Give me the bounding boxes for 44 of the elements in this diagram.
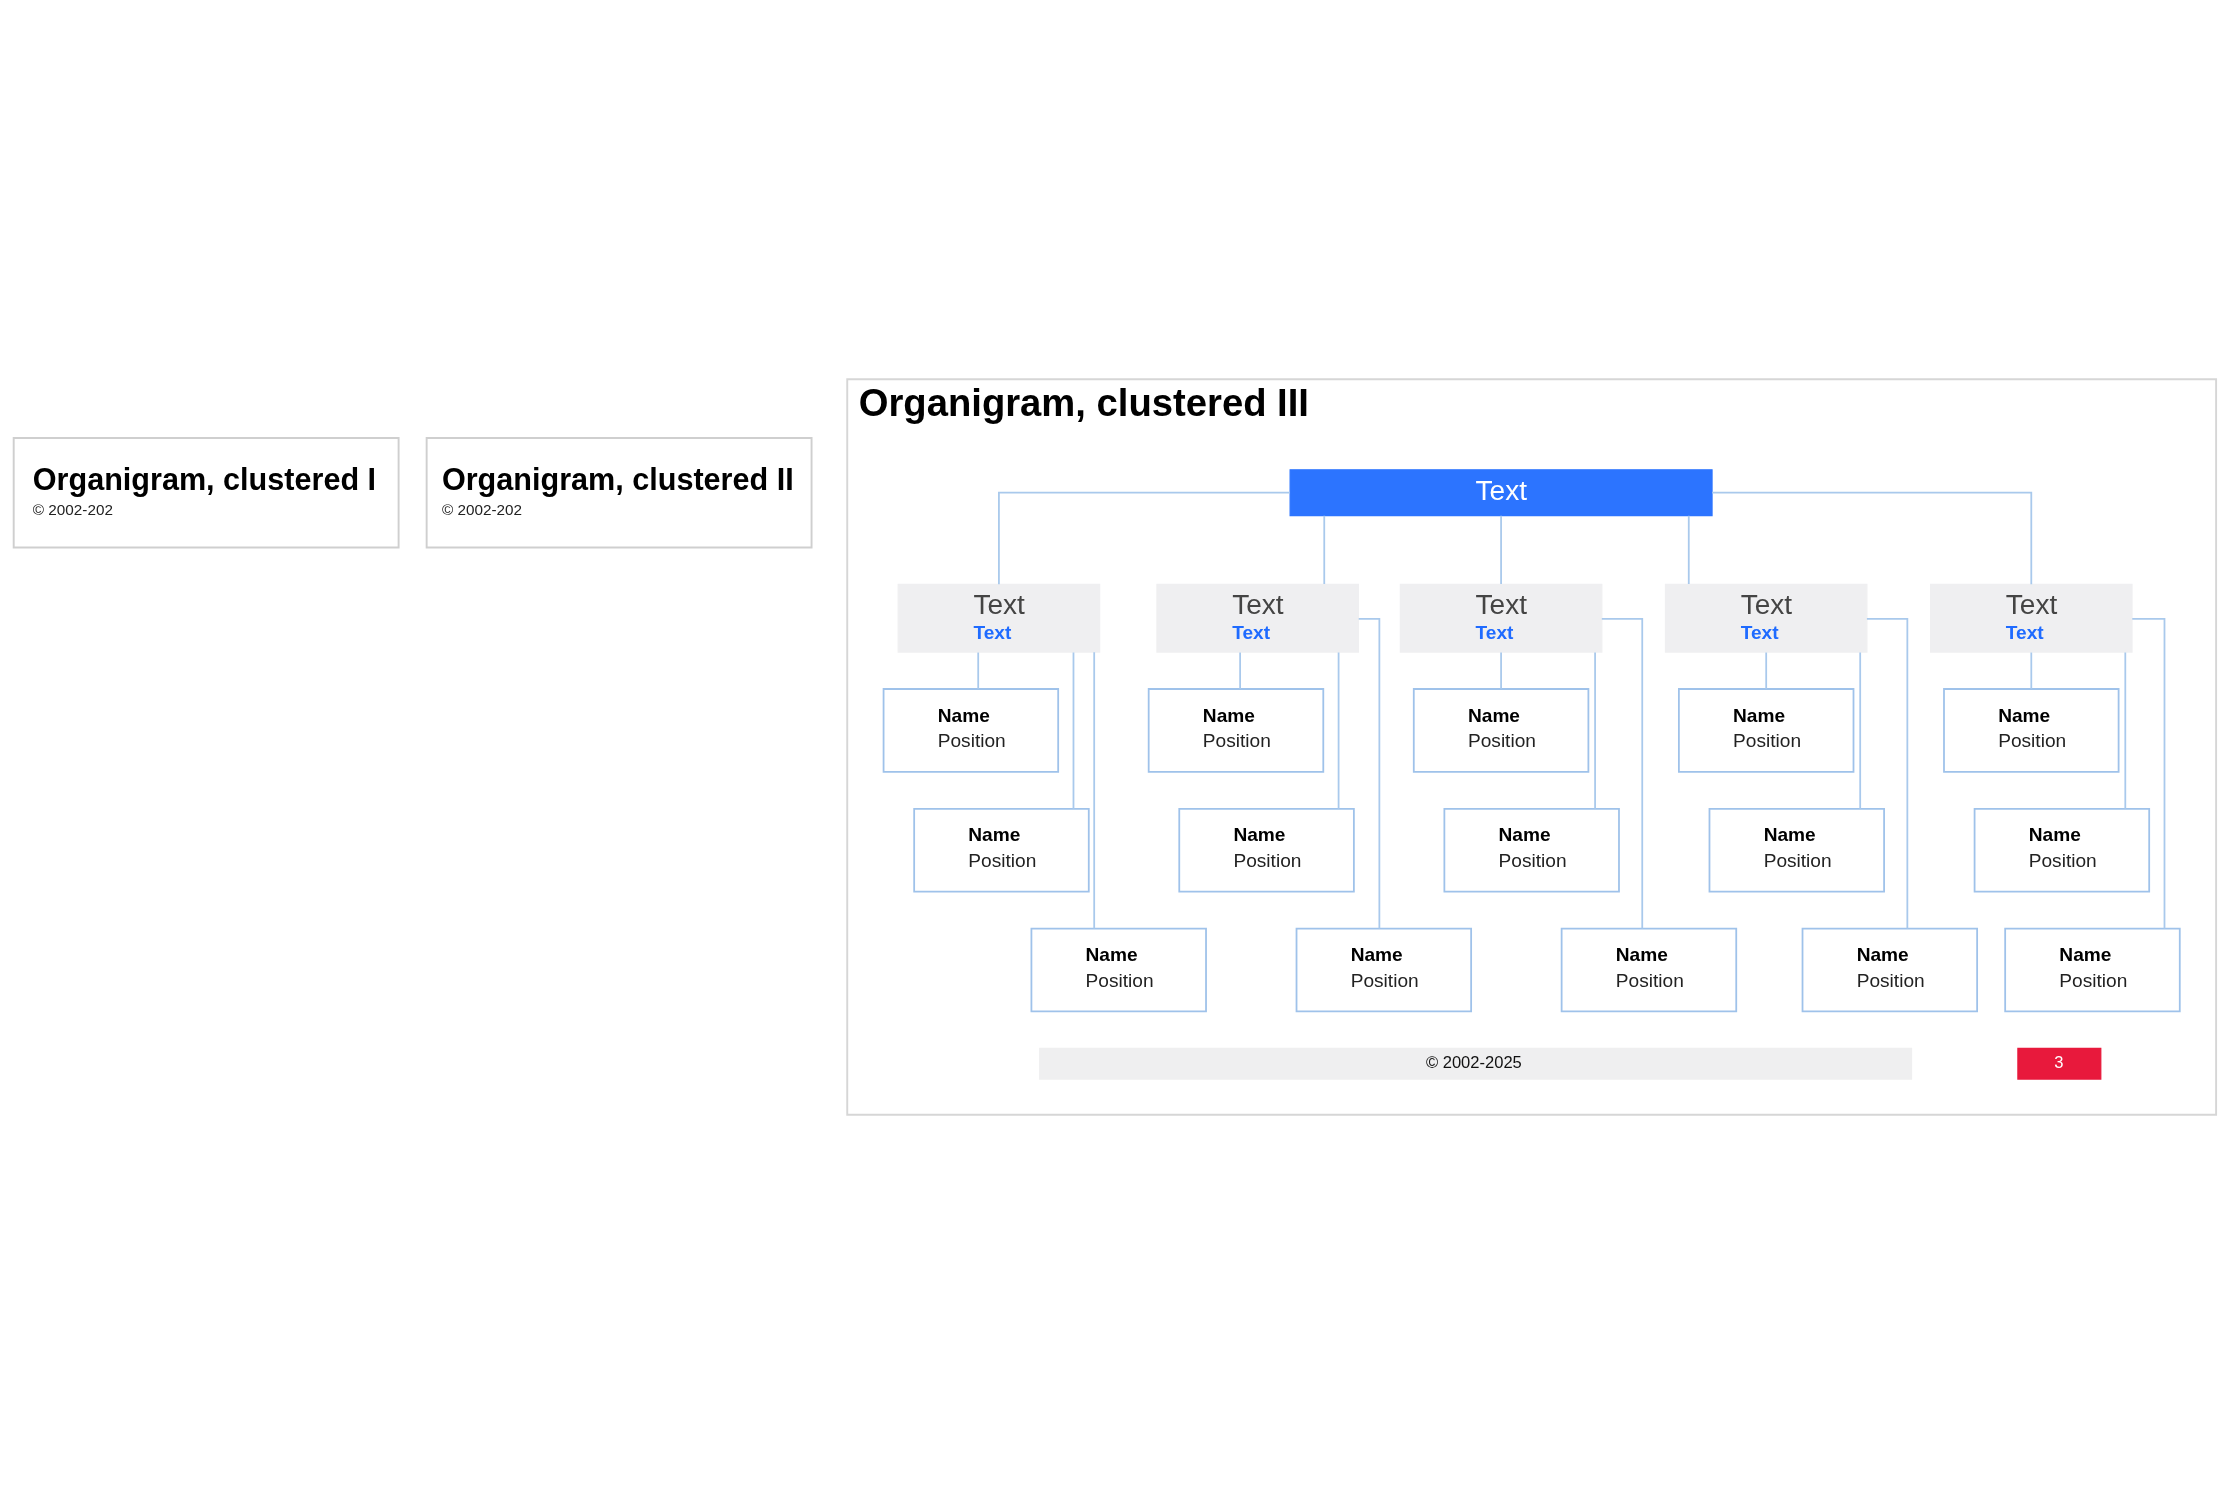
- node-box: Text: [1289, 468, 1713, 516]
- node-box: Text Text: [1399, 583, 1603, 653]
- node-box: 3: [2017, 1047, 2102, 1080]
- node-box: Name Position: [1030, 927, 1207, 1012]
- connector: [1500, 651, 1502, 690]
- node-box: Name Position: [1295, 927, 1473, 1012]
- connector: [1357, 617, 1381, 929]
- node-box: Text Text: [1929, 583, 2133, 653]
- node-box: Text Text: [897, 583, 1101, 653]
- connector: [1866, 617, 1909, 929]
- node-box: Name Position: [1147, 687, 1325, 773]
- node-box: Organigram, clustered I © 2002-202: [12, 436, 400, 548]
- connector: [2030, 651, 2033, 690]
- connector: [1711, 491, 2033, 585]
- node-box: Name Position: [1678, 687, 1855, 773]
- node-box: Text Text: [1156, 583, 1359, 653]
- connector: [977, 651, 980, 690]
- connector: [2131, 617, 2166, 929]
- node-box: Name Position: [1178, 807, 1355, 893]
- node-box: Organigram, clustered II © 2002-202: [425, 436, 813, 548]
- connector: [2124, 651, 2127, 810]
- node-box: Name Position: [1943, 687, 2120, 773]
- node-box: Name Position: [1443, 807, 1620, 893]
- connector: [1500, 514, 1502, 585]
- connector: [998, 491, 1291, 585]
- node-box: Text Text: [1664, 583, 1868, 653]
- node-box: Name Position: [913, 807, 1090, 893]
- node-box: Name Position: [1412, 687, 1590, 773]
- connector: [1072, 651, 1075, 810]
- connector: [1765, 651, 1768, 690]
- node-box: Name Position: [882, 687, 1060, 773]
- connector: [1859, 651, 1862, 810]
- node-box: Name Position: [1973, 807, 2151, 893]
- node-box: Name Position: [2004, 927, 2181, 1012]
- node-box: Name Position: [1708, 807, 1885, 893]
- connector: [1323, 514, 1326, 585]
- connector: [1093, 650, 1096, 929]
- connector: [1594, 651, 1596, 810]
- connector: [1600, 617, 1644, 929]
- connector: [1687, 514, 1690, 585]
- connector: [1337, 651, 1340, 810]
- connector: [1239, 651, 1242, 690]
- node-box: Name Position: [1560, 927, 1738, 1012]
- node-box: Name Position: [1801, 927, 1979, 1012]
